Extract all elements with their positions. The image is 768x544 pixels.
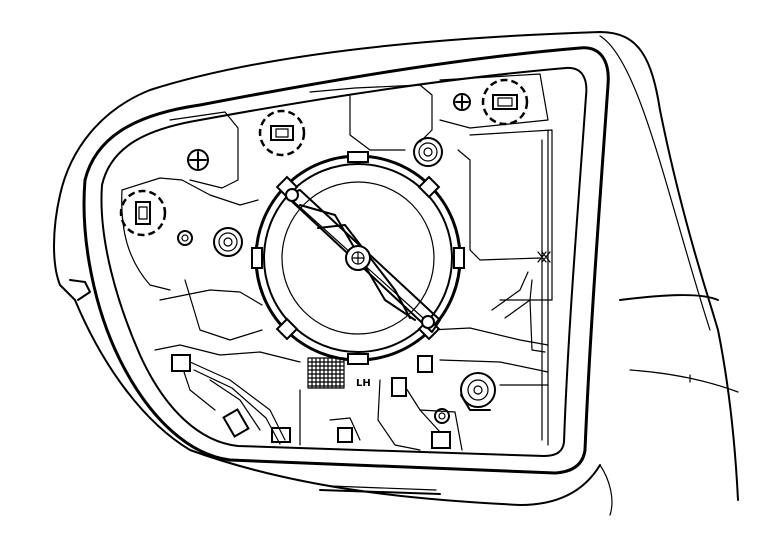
small-screw-left <box>177 230 193 246</box>
ground-terminal-left <box>187 149 209 171</box>
clip-highlight-top-left <box>258 109 306 157</box>
mirror-housing <box>53 31 739 516</box>
mirror-actuator <box>251 151 465 365</box>
screw-left <box>213 227 243 257</box>
clip-highlight-left <box>119 189 167 237</box>
bottom-edge-detail <box>319 485 441 495</box>
side-marking-label: LH <box>356 378 371 389</box>
screw-top <box>413 137 443 167</box>
ground-terminal-right <box>453 93 471 111</box>
housing-internals <box>121 73 553 451</box>
small-marking-right <box>537 251 551 263</box>
hatched-area <box>307 357 345 389</box>
mirror-frame <box>82 46 610 475</box>
wiring-harness <box>171 354 451 449</box>
clip-highlight-top-right <box>481 78 529 126</box>
screw-bottom-right <box>460 372 496 411</box>
small-screw-bottom <box>434 408 450 424</box>
